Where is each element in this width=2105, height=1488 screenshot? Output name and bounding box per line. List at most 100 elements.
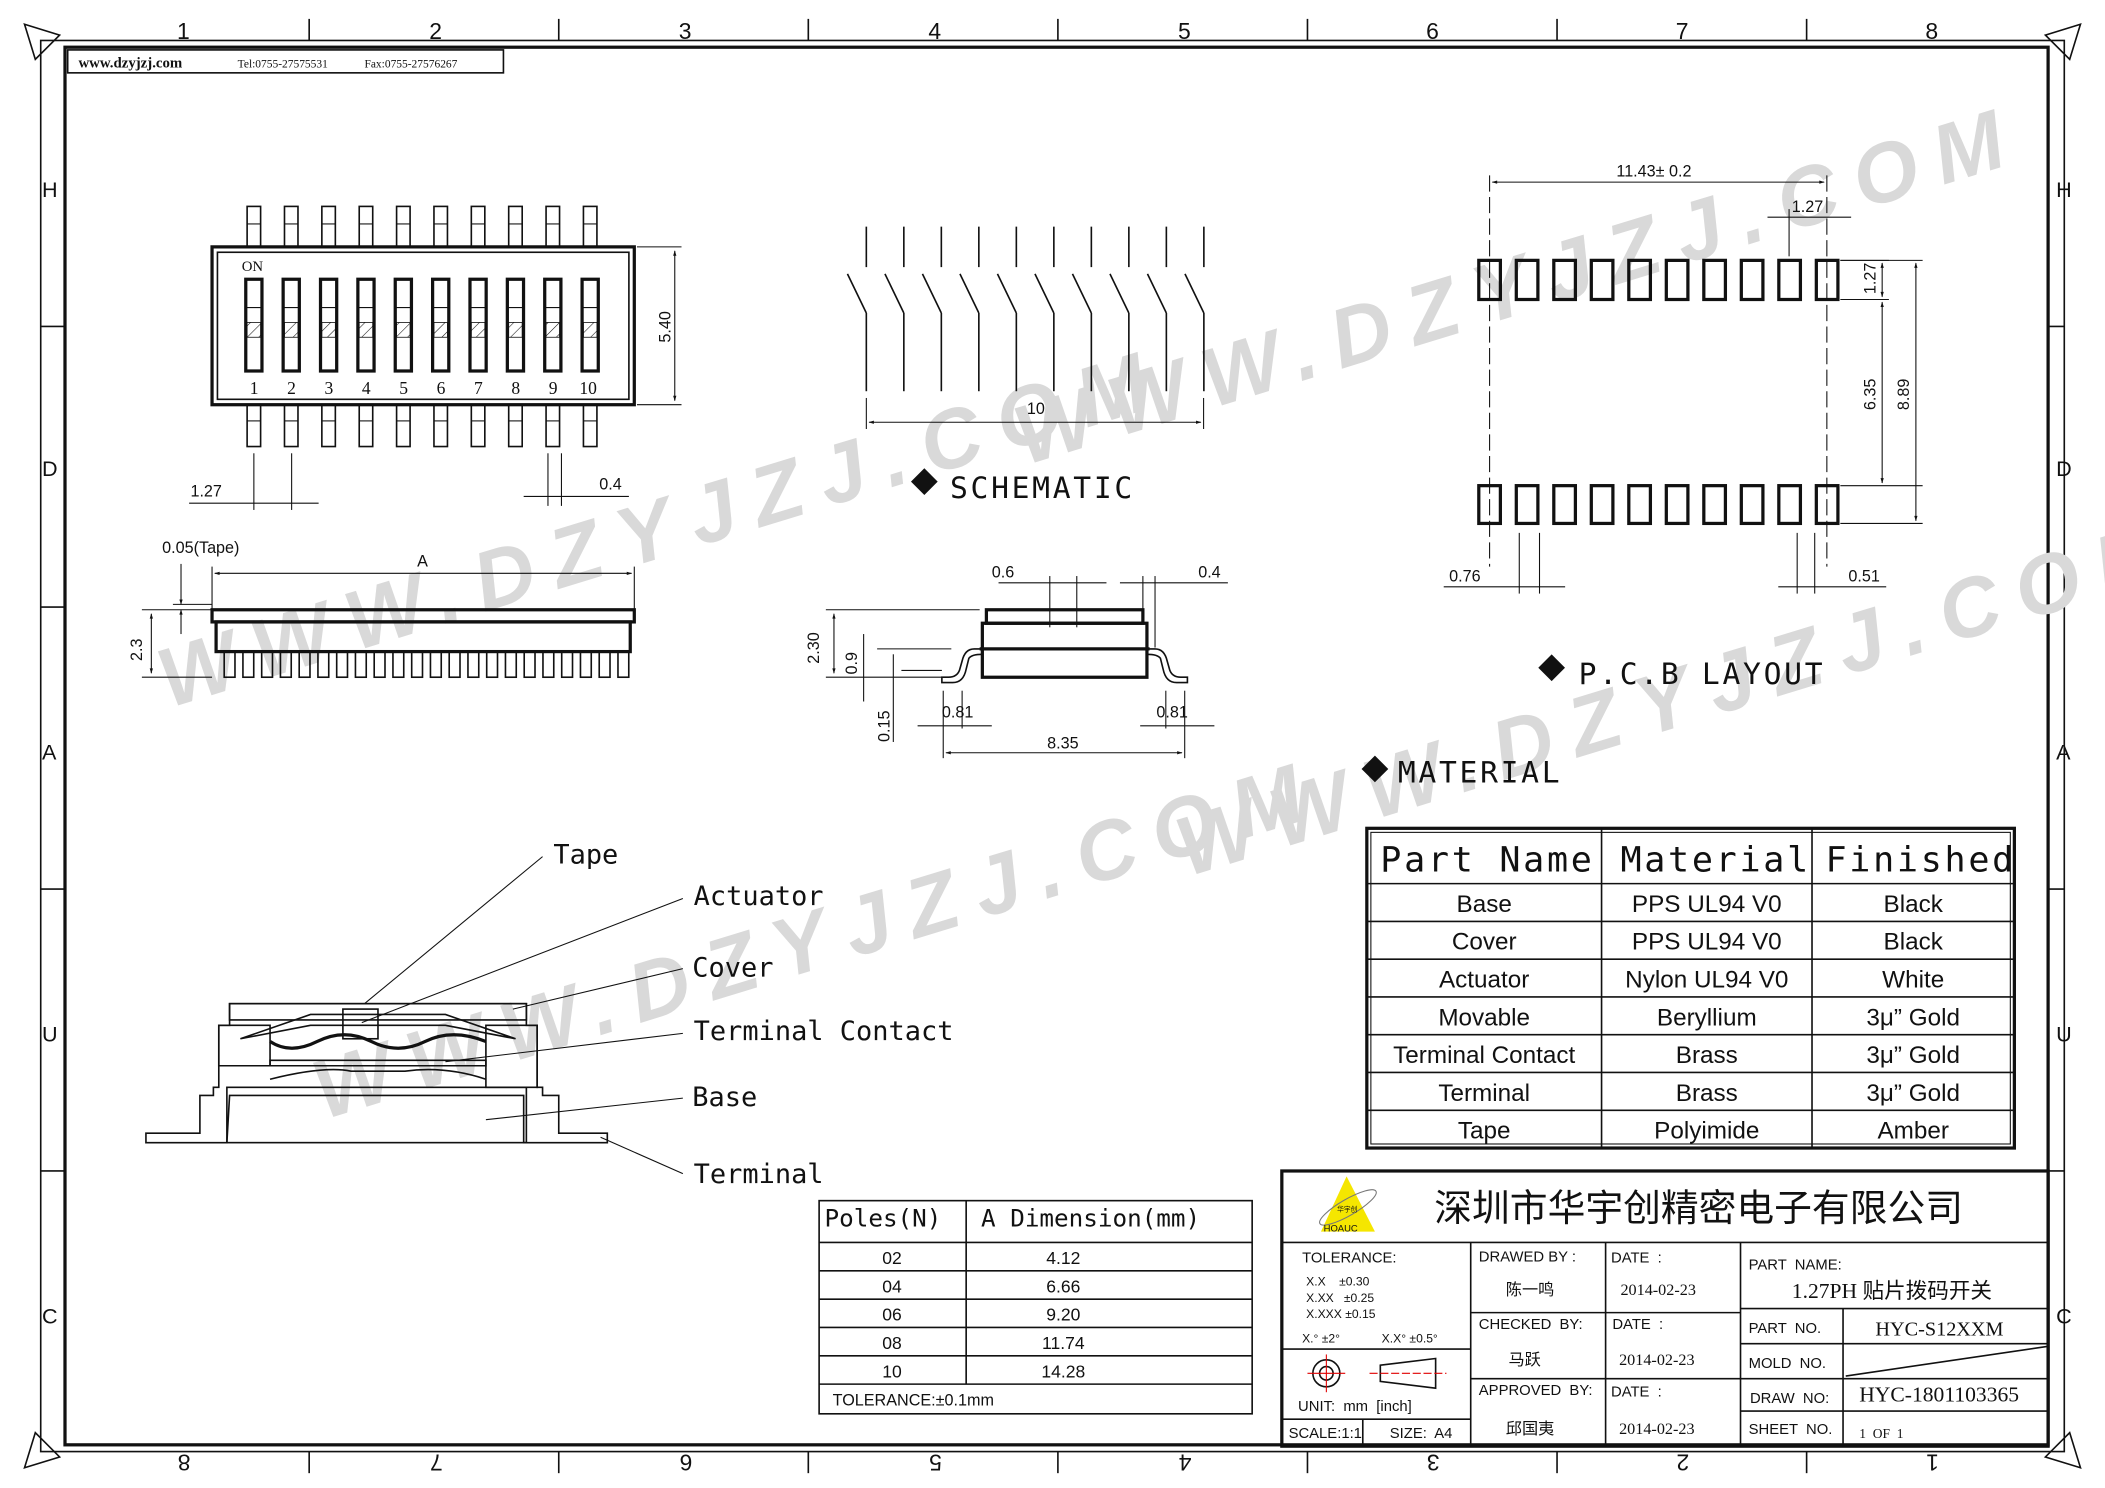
ruler-top-number: 1 [177,18,190,44]
label-terminal-contact: Terminal Contact [694,1016,954,1047]
switch-blade [921,273,943,314]
poles-cell: 10 [882,1361,902,1381]
fax-text: Fax:0755-27576267 [364,58,457,70]
side-pin [298,650,311,679]
switch-number: 5 [399,378,408,398]
dim-end-a: 0.6 [992,563,1014,581]
side-pin [598,650,611,679]
ruler-top-number: 8 [1925,18,1938,44]
actuator-slot [543,277,563,373]
pin-top [246,205,262,248]
dim-pcb-total: 11.43± 0.2 [1616,163,1691,181]
draw-no-value: HYC-1801103365 [1859,1383,2019,1407]
switch-blade [884,273,905,314]
dim-side-height: 2.3 [128,639,146,661]
sheet-no-value: 1 OF 1 [1859,1426,1903,1441]
diamond-icon [910,468,938,495]
side-pin [354,650,368,679]
corner-arrow-icon [2043,1431,2082,1469]
dim-tape: 0.05(Tape) [162,539,239,557]
pcb-pad-bottom [1514,484,1540,526]
pin-bottom [507,403,523,448]
part-no-label: PART NO. [1749,1321,1822,1337]
dim-pcb-pad-width: 0.76 [1449,567,1480,585]
part-name-value: 1.27PH 贴片拨码开关 [1792,1279,1992,1303]
projection-symbol-icon [1307,1354,1447,1393]
ruler-bottom-number: 4 [1178,1449,1191,1475]
pin-top [470,205,486,248]
poles-cell: 04 [882,1276,902,1296]
website-link[interactable]: www.dzyjzj.com [78,55,182,71]
ruler-top-number: 7 [1676,18,1689,44]
contact-header-box [66,49,505,74]
pcb-pad-bottom [1589,484,1615,526]
ruler-side-letter: A [2056,740,2071,765]
pcb-pad-top [1739,258,1765,302]
schematic: 10 SCHEMATIC [846,226,1205,505]
pcb-pad-bottom [1777,484,1803,526]
switch-blade [1034,273,1055,314]
diamond-icon [1361,755,1389,783]
side-pin [504,650,518,679]
inner-border [63,45,2050,1447]
dim-length-a: A [417,553,428,571]
poles-cell: 11.74 [1042,1333,1085,1353]
actuator-knob [321,322,336,338]
material-cell: Actuator [1439,967,1529,994]
dim-pcb-pad-height: 1.27 [1861,263,1879,294]
material-header: Material [1620,839,1810,880]
side-pin [279,650,293,679]
ruler-side-letter: D [2056,456,2072,481]
logo-text: 华宇创 [1337,1204,1357,1213]
ruler-side-letter: U [2056,1021,2072,1046]
side-pin [560,650,574,679]
dim-pcb-outer: 8.89 [1895,379,1913,410]
ruler-bottom-number: 8 [178,1449,191,1475]
material-cell: PPS UL94 V0 [1632,891,1782,918]
switch-blade [1109,273,1130,314]
material-header: Part Name [1380,839,1594,880]
tolerance-angle: X.X° ±0.5° [1382,1331,1438,1345]
label-base: Base [692,1082,757,1113]
material-cell: White [1882,967,1944,994]
material-cell: Cover [1452,929,1517,956]
pcb-pad-bottom [1702,484,1728,526]
dim-end-height: 2.30 [805,632,823,663]
actuator-slot [356,277,376,373]
actuator-slot [580,277,600,373]
company-name: 深圳市华宇创精密电子有限公司 [1434,1188,1963,1230]
material-cell: Terminal [1438,1080,1530,1107]
actuator-slot [281,277,301,373]
side-pin [579,650,593,679]
pcb-title: P.C.B LAYOUT [1579,656,1826,691]
ruler-bottom-number: 1 [1926,1449,1939,1475]
approved-by-name: 邱国夷 [1506,1420,1555,1438]
pin-top [321,205,337,248]
pcb-pad-top [1514,258,1540,302]
pin-bottom [433,403,449,448]
checked-by-label: CHECKED BY: [1479,1317,1583,1333]
actuator-slot [393,277,414,373]
logo-brand: HOAUC [1324,1224,1358,1235]
material-cell: Base [1457,891,1512,918]
pin-top [582,205,598,248]
label-terminal: Terminal [694,1159,824,1190]
mold-no-label: MOLD NO. [1749,1356,1826,1372]
material-cell: Nylon UL94 V0 [1625,967,1788,994]
material-cell: Black [1884,929,1944,956]
dim-pitch: 1.27 [190,482,221,500]
pcb-pad-top [1777,258,1803,302]
side-pin [242,650,255,679]
tolerance-angle: X.° ±2° [1302,1331,1340,1345]
ruler-bottom-number: 7 [430,1449,443,1475]
corner-arrow-icon [2043,23,2082,61]
title-block: 华宇创 HOAUC 深圳市华宇创精密电子有限公司 TOLERANCE: X.X … [1280,1169,2050,1448]
ruler-side-letter: C [2056,1303,2072,1328]
pcb-pad-bottom [1739,484,1765,526]
pin-top [507,205,523,248]
pin-top [395,205,411,248]
side-pin [467,650,480,679]
date-label: DATE : [1611,1251,1662,1267]
